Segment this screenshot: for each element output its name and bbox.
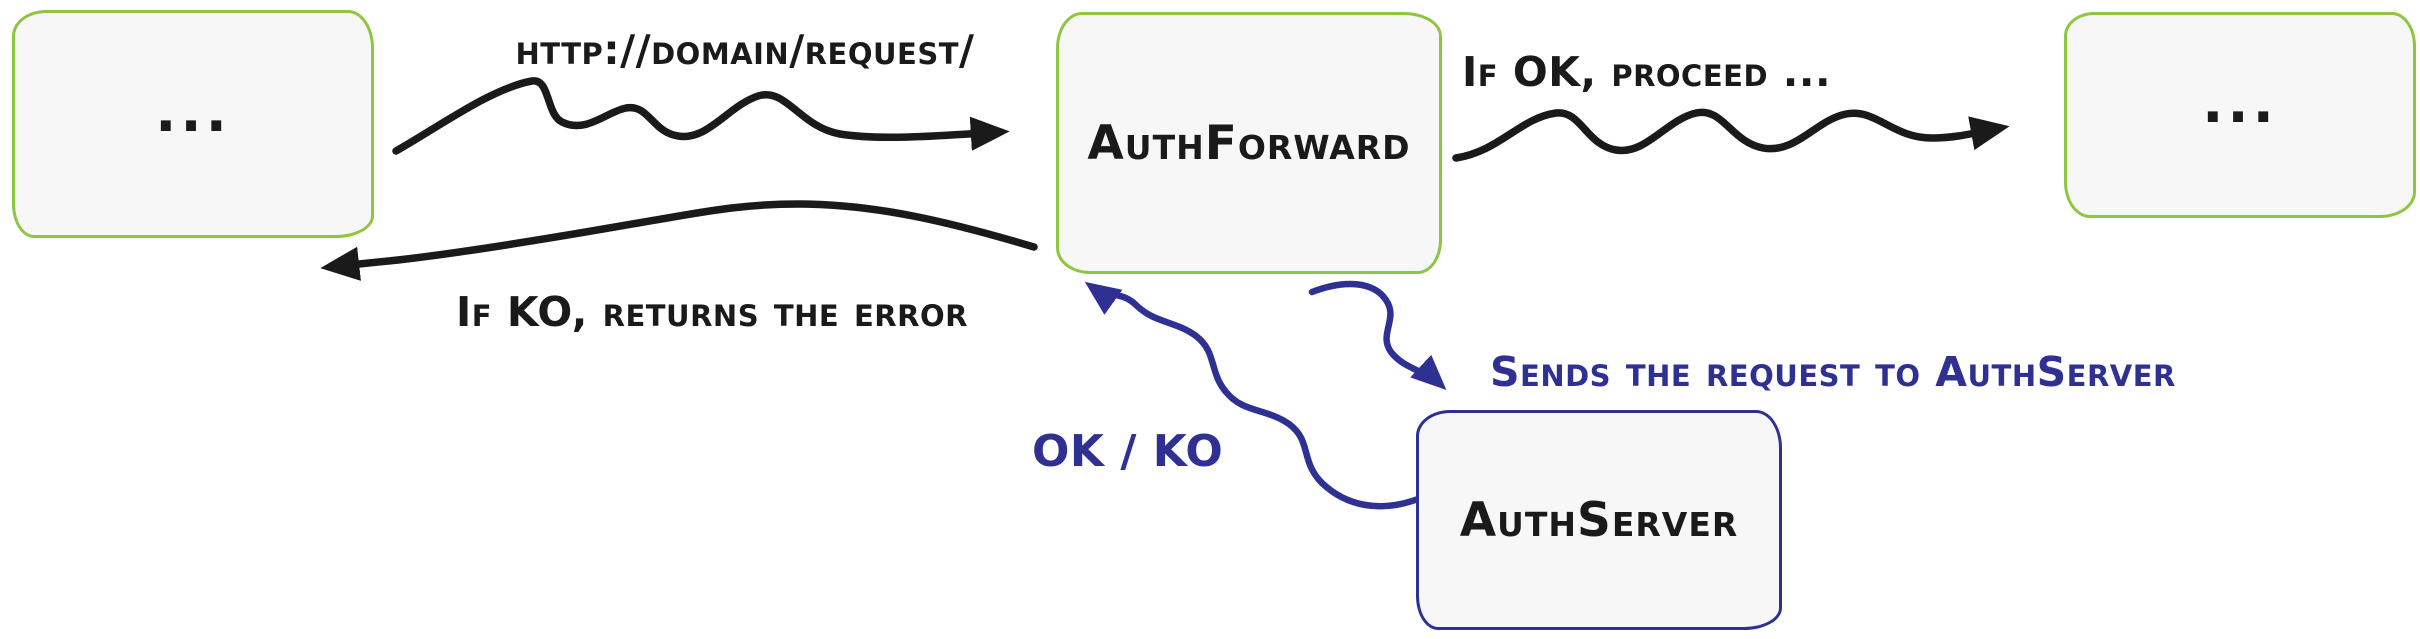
authforward-node-label: AuthForward (1087, 115, 1411, 171)
send-request-arrow (1308, 280, 1447, 390)
authforward-node: AuthForward (1056, 12, 1442, 274)
ok-proceed-arrow (1452, 108, 2010, 162)
upstream-node: ... (2064, 12, 2416, 218)
request-arrow (392, 77, 1010, 155)
ok-ko-label: OK / KO (1032, 426, 1224, 477)
client-node: ... (12, 10, 374, 238)
upstream-node-label: ... (2202, 70, 2278, 136)
authserver-node: AuthServer (1416, 410, 1782, 630)
send-request-label: Sends the request to AuthServer (1490, 348, 2176, 396)
client-node-label: ... (155, 79, 231, 145)
ok-proceed-label: If OK, proceed ... (1462, 48, 1832, 96)
ko-return-arrow (320, 200, 1038, 281)
authserver-node-label: AuthServer (1459, 492, 1739, 548)
request-url-label: http://domain/request/ (515, 26, 975, 74)
ko-return-label: If KO, returns the error (456, 288, 968, 336)
